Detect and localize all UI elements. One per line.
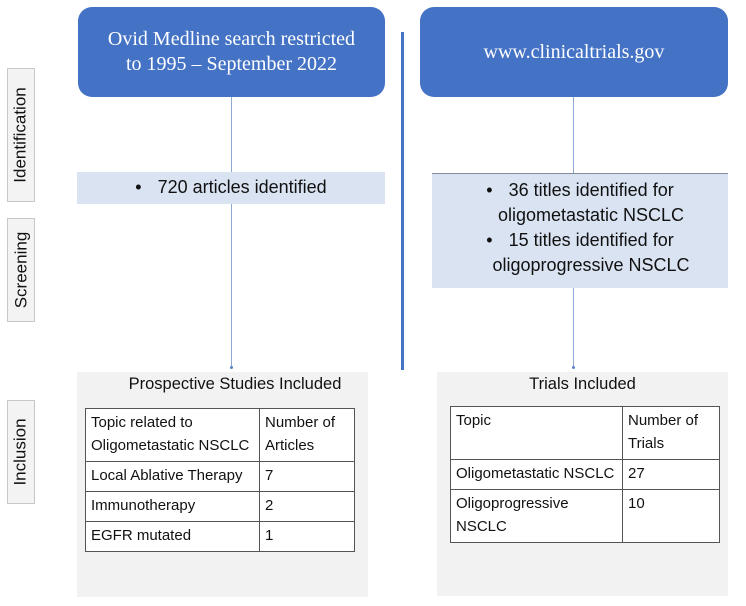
arrow-head-right	[572, 366, 575, 369]
table-row: EGFR mutated 1	[85, 521, 355, 552]
source-box-ovid-medline: Ovid Medline search restricted to 1995 –…	[78, 7, 385, 97]
table-cell: 7	[259, 461, 355, 492]
table-header-row: Topic related to Oligometastatic NSCLC N…	[85, 408, 355, 462]
phase-label-identification: Identification	[7, 68, 35, 202]
header-cell: Number of Trials	[622, 406, 720, 460]
inclusion-panel-studies: Prospective Studies Included Topic relat…	[77, 372, 368, 597]
panel-title: Prospective Studies Included	[128, 375, 342, 393]
source-box-line: to 1995 – September 2022	[125, 53, 338, 75]
connector-line-right-bottom	[573, 288, 574, 367]
screening-item: •15 titles identified for oligoprogressi…	[486, 230, 690, 275]
table-cell: 2	[259, 491, 355, 522]
bullet-icon: •	[486, 230, 493, 250]
header-cell: Topic	[450, 406, 623, 460]
source-box-label: www.clinicaltrials.gov	[483, 40, 665, 63]
header-cell: Topic related to Oligometastatic NSCLC	[85, 408, 260, 462]
table-cell: 10	[622, 489, 720, 543]
phase-label-text: Identification	[11, 87, 31, 183]
connector-line-left	[231, 97, 232, 367]
screening-box-left: •720 articles identified	[77, 172, 385, 204]
trials-table: Topic Number of Trials Oligometastatic N…	[450, 406, 720, 543]
screening-item: •36 titles identified for oligometastati…	[486, 180, 685, 225]
connector-line-right-top	[573, 97, 574, 173]
source-box-line: Ovid Medline search restricted	[107, 28, 356, 50]
bullet-icon: •	[135, 177, 142, 197]
phase-label-text: Inclusion	[11, 418, 31, 486]
header-cell: Number of Articles	[259, 408, 355, 462]
panel-title: Trials Included	[529, 375, 636, 393]
screening-item: •720 articles identified	[77, 175, 385, 200]
table-cell: Oligometastatic NSCLC	[450, 459, 623, 490]
table-row: Local Ablative Therapy 7	[85, 461, 355, 492]
table-header-row: Topic Number of Trials	[450, 406, 720, 460]
table-cell: Local Ablative Therapy	[85, 461, 260, 492]
phase-label-screening: Screening	[7, 218, 35, 322]
table-row: Oligoprogressive NSCLC 10	[450, 489, 720, 543]
source-box-clinicaltrials: www.clinicaltrials.gov	[420, 7, 728, 97]
phase-label-inclusion: Inclusion	[7, 400, 35, 504]
arrow-head-left	[230, 366, 233, 369]
column-divider	[401, 32, 404, 370]
screening-box-right: •36 titles identified for oligometastati…	[432, 173, 728, 288]
bullet-icon: •	[486, 180, 493, 200]
table-cell: 1	[259, 521, 355, 552]
phase-label-text: Screening	[11, 231, 30, 309]
table-cell: Oligoprogressive NSCLC	[450, 489, 623, 543]
table-cell: EGFR mutated	[85, 521, 260, 552]
inclusion-panel-trials: Trials Included Topic Number of Trials O…	[437, 372, 728, 596]
table-row: Oligometastatic NSCLC 27	[450, 459, 720, 490]
table-row: Immunotherapy 2	[85, 491, 355, 522]
studies-table: Topic related to Oligometastatic NSCLC N…	[85, 408, 355, 552]
table-cell: 27	[622, 459, 720, 490]
table-cell: Immunotherapy	[85, 491, 260, 522]
